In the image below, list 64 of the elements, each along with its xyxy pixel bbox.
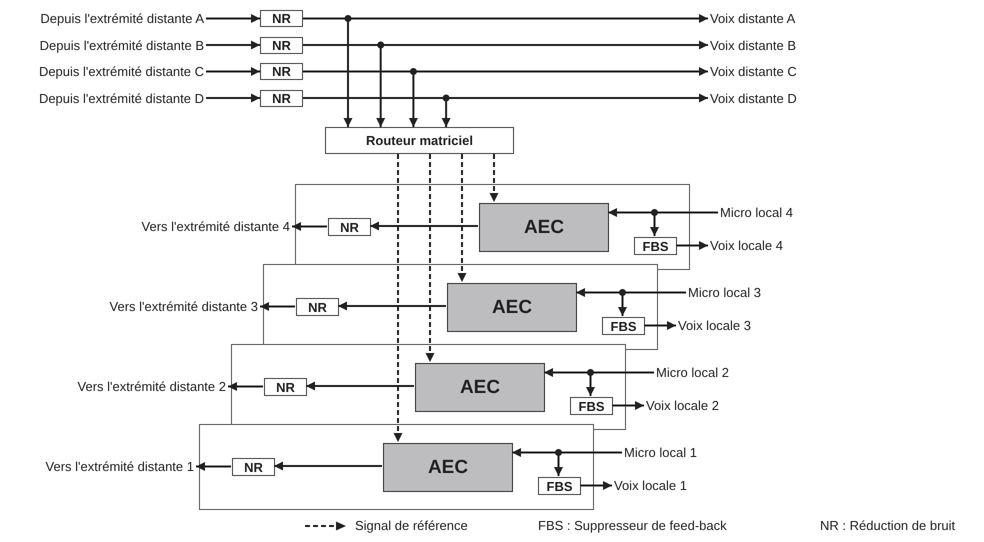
arrow (206, 94, 260, 102)
noise-reduction-box: NR (260, 10, 303, 27)
arrow (306, 382, 414, 390)
channel-panel (199, 424, 594, 510)
noise-reduction-box: NR (260, 36, 303, 54)
arrow (292, 222, 327, 231)
channel-panel (295, 184, 690, 264)
dashed-arrow (426, 154, 434, 362)
channel-panel (263, 264, 658, 344)
arrow (206, 67, 260, 76)
arrow (644, 321, 676, 330)
arrow (676, 241, 708, 250)
channel-panel (231, 344, 626, 424)
router-box: Routeur matriciel (325, 127, 514, 154)
noise-reduction-box: NR (260, 90, 303, 106)
output-label: Voix locale 2 (644, 397, 754, 414)
output-label: Vers l'extrémité distante 4 (99, 218, 292, 235)
source-label: Depuis l'extrémité distante B (4, 36, 206, 54)
noise-reduction-box: NR (264, 378, 307, 396)
dashed-arrow (458, 154, 466, 282)
output-label: Voix locale 1 (612, 477, 722, 494)
noise-reduction-box: NR (328, 218, 371, 236)
dashed-arrow (394, 154, 402, 442)
aec-block: AEC (415, 363, 545, 412)
feedback-suppressor-box: FBS (538, 477, 581, 495)
arrow (206, 40, 260, 50)
source-label: Depuis l'extrémité distante C (4, 63, 206, 80)
output-label: Voix distante D (708, 90, 848, 106)
dashed-arrow (490, 154, 498, 202)
output-label: Voix locale 4 (708, 237, 818, 254)
arrow (228, 382, 263, 391)
output-label: Voix distante C (708, 63, 848, 80)
output-label: Voix distante A (708, 10, 848, 27)
source-label: Depuis l'extrémité distante D (4, 90, 206, 106)
aec-block: AEC (383, 443, 513, 492)
output-label: Vers l'extrémité distante 2 (35, 378, 228, 395)
arrow (206, 14, 260, 23)
aec-block: AEC (479, 203, 609, 252)
note-text: NR : Réduction de bruit (820, 517, 956, 534)
input-label: Micro local 4 (718, 204, 828, 221)
arrow (196, 462, 231, 471)
arrow (260, 302, 295, 311)
aec-block: AEC (447, 283, 577, 332)
output-label: Voix distante B (708, 36, 848, 54)
arrow (612, 401, 644, 410)
noise-reduction-box: NR (232, 458, 275, 476)
output-label: Vers l'extrémité distante 1 (4, 458, 196, 475)
arrow (338, 302, 446, 310)
noise-reduction-box: NR (260, 63, 303, 80)
arrow (580, 481, 612, 490)
arrow (274, 462, 382, 470)
arrow (370, 222, 478, 230)
legend-text: Signal de référence (355, 517, 468, 534)
input-label: Micro local 2 (654, 364, 764, 381)
output-label: Voix locale 3 (676, 317, 786, 334)
source-label: Depuis l'extrémité distante A (4, 10, 206, 27)
output-label: Vers l'extrémité distante 3 (67, 298, 260, 315)
feedback-suppressor-box: FBS (634, 237, 677, 255)
noise-reduction-box: NR (296, 298, 339, 316)
input-label: Micro local 1 (622, 444, 732, 461)
note-text: FBS : Suppresseur de feed-back (538, 517, 727, 534)
feedback-suppressor-box: FBS (570, 397, 613, 415)
input-label: Micro local 3 (686, 284, 796, 301)
feedback-suppressor-box: FBS (602, 317, 645, 335)
